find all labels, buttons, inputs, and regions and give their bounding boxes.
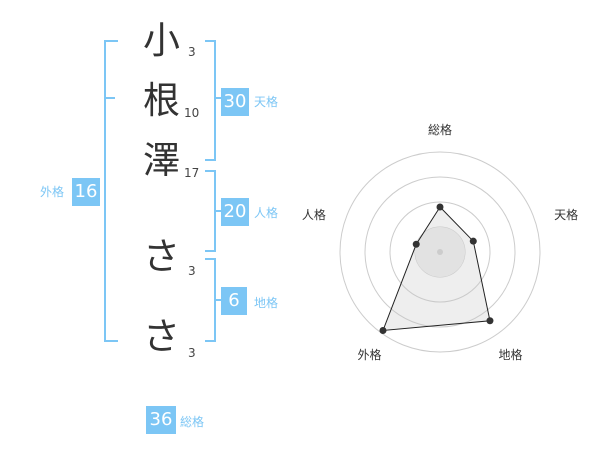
radar-axis-label-tenkaku: 天格 xyxy=(554,207,578,222)
radar-point-3 xyxy=(379,326,387,334)
kaku-radar-chart: 総格 天格 地格 外格 人格 xyxy=(302,122,578,362)
radar-axis-label-gaikaku: 外格 xyxy=(357,347,381,362)
jinkaku-value-badge: 20 xyxy=(221,198,249,226)
radar-ring xyxy=(364,176,516,328)
tenkaku-bracket xyxy=(205,40,216,161)
stroke-count-1: 3 xyxy=(188,45,196,59)
radar-axis-label-jinkaku: 人格 xyxy=(302,207,326,222)
soukaku-value-badge: 36 xyxy=(146,406,176,434)
gaikaku-bracket xyxy=(104,40,118,342)
tenkaku-bracket-tick xyxy=(215,97,222,99)
name-char-3: 澤 xyxy=(143,139,180,182)
radar-area xyxy=(382,206,491,332)
chikaku-label: 地格 xyxy=(254,296,279,310)
name-char-4: さ xyxy=(143,235,180,278)
radar-point-4 xyxy=(412,240,420,248)
chikaku-value-badge: 6 xyxy=(221,287,247,315)
chikaku-bracket-tick xyxy=(215,299,222,301)
stroke-count-3: 17 xyxy=(184,166,200,180)
jinkaku-label: 人格 xyxy=(254,206,279,220)
radar-point-1 xyxy=(469,237,477,245)
radar-point-2 xyxy=(486,317,494,325)
name-char-1: 小 xyxy=(143,19,180,62)
jinkaku-bracket-tick xyxy=(215,210,222,212)
tenkaku-value-badge: 30 xyxy=(221,88,249,116)
stroke-count-4: 3 xyxy=(188,264,196,278)
radar-axis-label-soukaku: 総格 xyxy=(428,122,452,137)
stroke-count-5: 3 xyxy=(188,346,196,360)
tenkaku-label: 天格 xyxy=(254,95,279,109)
radar-point-0 xyxy=(436,203,444,211)
radar-ring xyxy=(389,201,491,303)
name-char-5: さ xyxy=(143,315,180,358)
gaikaku-value-badge: 16 xyxy=(72,178,100,206)
radar-center-dot xyxy=(437,249,443,255)
gaikaku-bracket-tick xyxy=(104,97,115,99)
soukaku-label: 総格 xyxy=(180,415,205,429)
stroke-count-2: 10 xyxy=(184,106,200,120)
name-char-2: 根 xyxy=(143,79,180,122)
radar-axis-label-chikaku: 地格 xyxy=(499,347,523,362)
gaikaku-label: 外格 xyxy=(40,185,65,199)
